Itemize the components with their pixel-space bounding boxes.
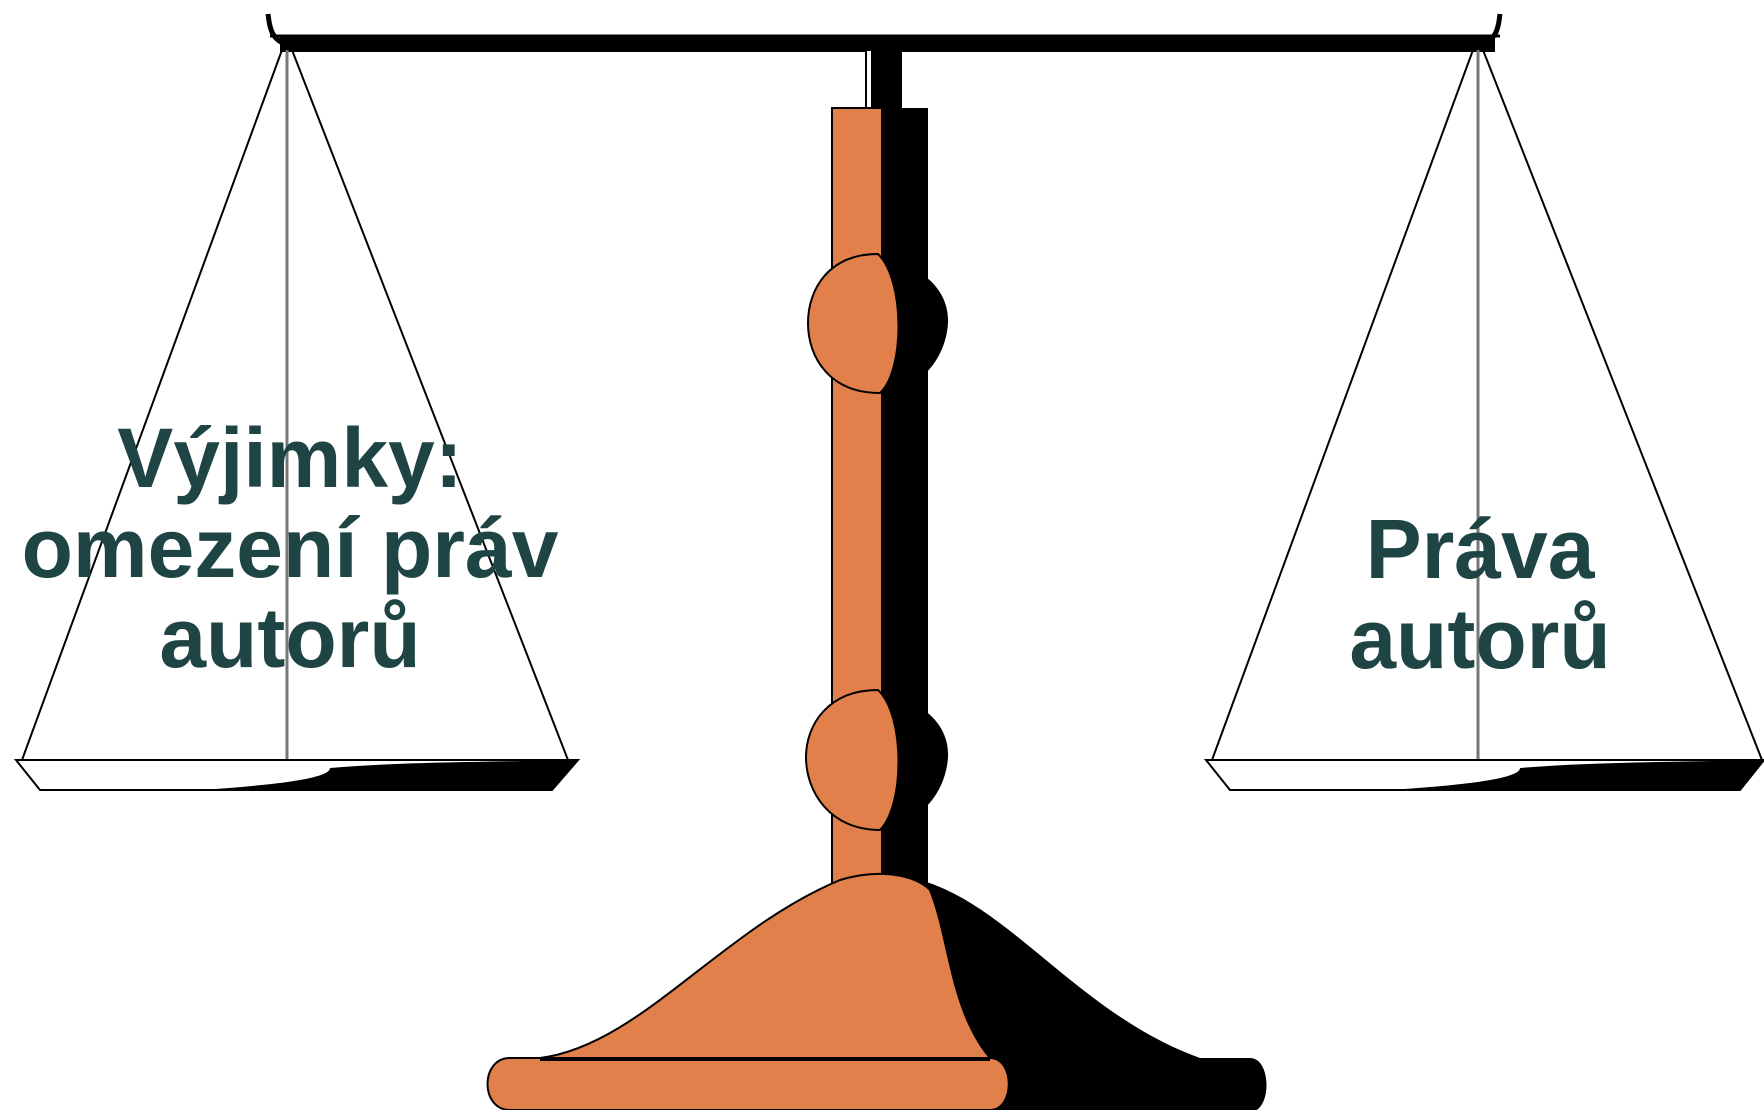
left-pan-label: Výjimky: omezení práv autorů [10,411,570,685]
left-pan-line-1: Výjimky: [117,411,463,505]
left-pan [13,49,581,791]
left-pan-line-3: autorů [159,590,421,685]
scale-base [486,873,1267,1110]
scale-beam [265,13,1503,52]
right-pan-line-1: Práva [1365,502,1595,596]
right-pan-line-2: autorů [1349,591,1611,686]
lower-knob [804,688,949,832]
scale-post [865,49,902,113]
right-pan-label: Práva autorů [1295,502,1665,686]
right-pan [1203,49,1764,791]
upper-knob [806,252,949,395]
left-pan-line-2: omezení práv [21,500,559,595]
